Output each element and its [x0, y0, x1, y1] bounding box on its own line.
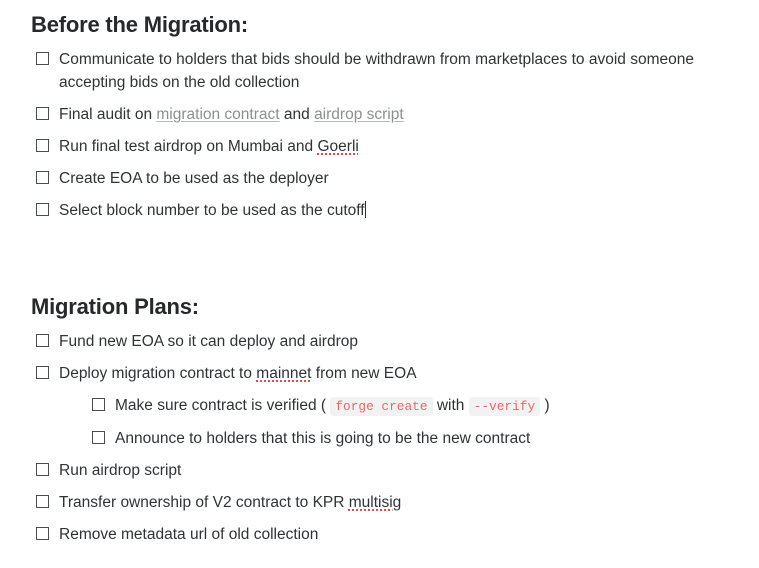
task-list-migration-plans: Fund new EOA so it can deploy and airdro…: [31, 330, 731, 546]
task-label: Run airdrop script: [59, 462, 182, 479]
task-text-fragment: Select block number to be used as the cu…: [59, 202, 365, 219]
checkbox-icon[interactable]: [36, 527, 49, 540]
code-verify-flag: --verify: [468, 397, 541, 416]
task-label: Remove metadata url of old collection: [59, 526, 319, 543]
misspelled-word: multisig: [348, 494, 402, 511]
task-label: Select block number to be used as the cu…: [59, 199, 731, 222]
task-item-communicate-holders-withdraw-bids[interactable]: Communicate to holders that bids should …: [31, 48, 731, 94]
task-item-run-final-test-airdrop[interactable]: Run final test airdrop on Mumbai and Goe…: [31, 135, 731, 158]
section-heading: Before the Migration:: [31, 12, 249, 37]
task-label: Run final test airdrop on Mumbai and Goe…: [59, 135, 731, 158]
section-before-migration: Before the Migration: Communicate to hol…: [31, 10, 731, 222]
task-item-fund-new-eoa[interactable]: Fund new EOA so it can deploy and airdro…: [31, 330, 731, 353]
checkbox-icon[interactable]: [36, 495, 49, 508]
task-label: Deploy migration contract to mainnet fro…: [59, 362, 731, 385]
task-item-run-airdrop-script[interactable]: Run airdrop script: [31, 459, 731, 482]
checkbox-icon[interactable]: [36, 334, 49, 347]
task-text-fragment: with: [432, 397, 469, 414]
task-item-transfer-ownership-v2[interactable]: Transfer ownership of V2 contract to KPR…: [31, 491, 731, 514]
checkbox-icon[interactable]: [92, 398, 105, 411]
checkbox-icon[interactable]: [36, 203, 49, 216]
checkbox-icon[interactable]: [36, 52, 49, 65]
misspelled-word: mainnet: [256, 365, 312, 382]
task-label: Transfer ownership of V2 contract to KPR…: [59, 491, 731, 514]
section-migration-plans: Migration Plans: Fund new EOA so it can …: [31, 292, 731, 546]
task-text-fragment: Final audit on: [59, 106, 157, 123]
task-text-fragment: and: [279, 106, 315, 123]
task-text-fragment: Make sure contract is verified (: [115, 397, 331, 414]
task-text-fragment: from new EOA: [311, 365, 417, 382]
task-item-make-sure-contract-verified[interactable]: Make sure contract is verified ( forge c…: [87, 394, 731, 418]
task-label: Fund new EOA so it can deploy and airdro…: [59, 333, 358, 350]
checkbox-icon[interactable]: [92, 431, 105, 444]
task-sublist-deploy-migration-contract: Make sure contract is verified ( forge c…: [59, 394, 731, 450]
link-airdrop-script[interactable]: airdrop script: [314, 106, 404, 123]
checkbox-icon[interactable]: [36, 107, 49, 120]
task-label: Create EOA to be used as the deployer: [59, 170, 329, 187]
document-body: Before the Migration: Communicate to hol…: [31, 10, 731, 546]
task-item-announce-to-holders[interactable]: Announce to holders that this is going t…: [87, 427, 731, 450]
task-text-fragment: ): [540, 397, 550, 414]
code-forge-create: forge create: [330, 397, 433, 416]
link-migration-contract[interactable]: migration contract: [156, 106, 280, 123]
task-item-final-audit[interactable]: Final audit on migration contract and ai…: [31, 103, 731, 126]
task-label: Final audit on migration contract and ai…: [59, 103, 731, 126]
task-text-fragment: Transfer ownership of V2 contract to KPR: [59, 494, 349, 511]
checkbox-icon[interactable]: [36, 171, 49, 184]
checkbox-icon[interactable]: [36, 366, 49, 379]
text-cursor-caret: [364, 201, 366, 218]
task-label: Communicate to holders that bids should …: [59, 51, 694, 91]
checkbox-icon[interactable]: [36, 139, 49, 152]
task-label: Make sure contract is verified ( forge c…: [115, 394, 731, 418]
section-heading: Migration Plans:: [31, 294, 199, 319]
task-text-fragment: Deploy migration contract to: [59, 365, 257, 382]
misspelled-word: Goerli: [317, 138, 359, 155]
task-item-remove-metadata-url[interactable]: Remove metadata url of old collection: [31, 523, 731, 546]
checkbox-icon[interactable]: [36, 463, 49, 476]
task-list-before-migration: Communicate to holders that bids should …: [31, 48, 731, 222]
task-text-fragment: Run final test airdrop on Mumbai and: [59, 138, 318, 155]
task-item-select-block-number-cutoff[interactable]: Select block number to be used as the cu…: [31, 199, 731, 222]
task-item-deploy-migration-contract[interactable]: Deploy migration contract to mainnet fro…: [31, 362, 731, 450]
task-item-create-eoa-deployer[interactable]: Create EOA to be used as the deployer: [31, 167, 731, 190]
task-label: Announce to holders that this is going t…: [115, 430, 531, 447]
